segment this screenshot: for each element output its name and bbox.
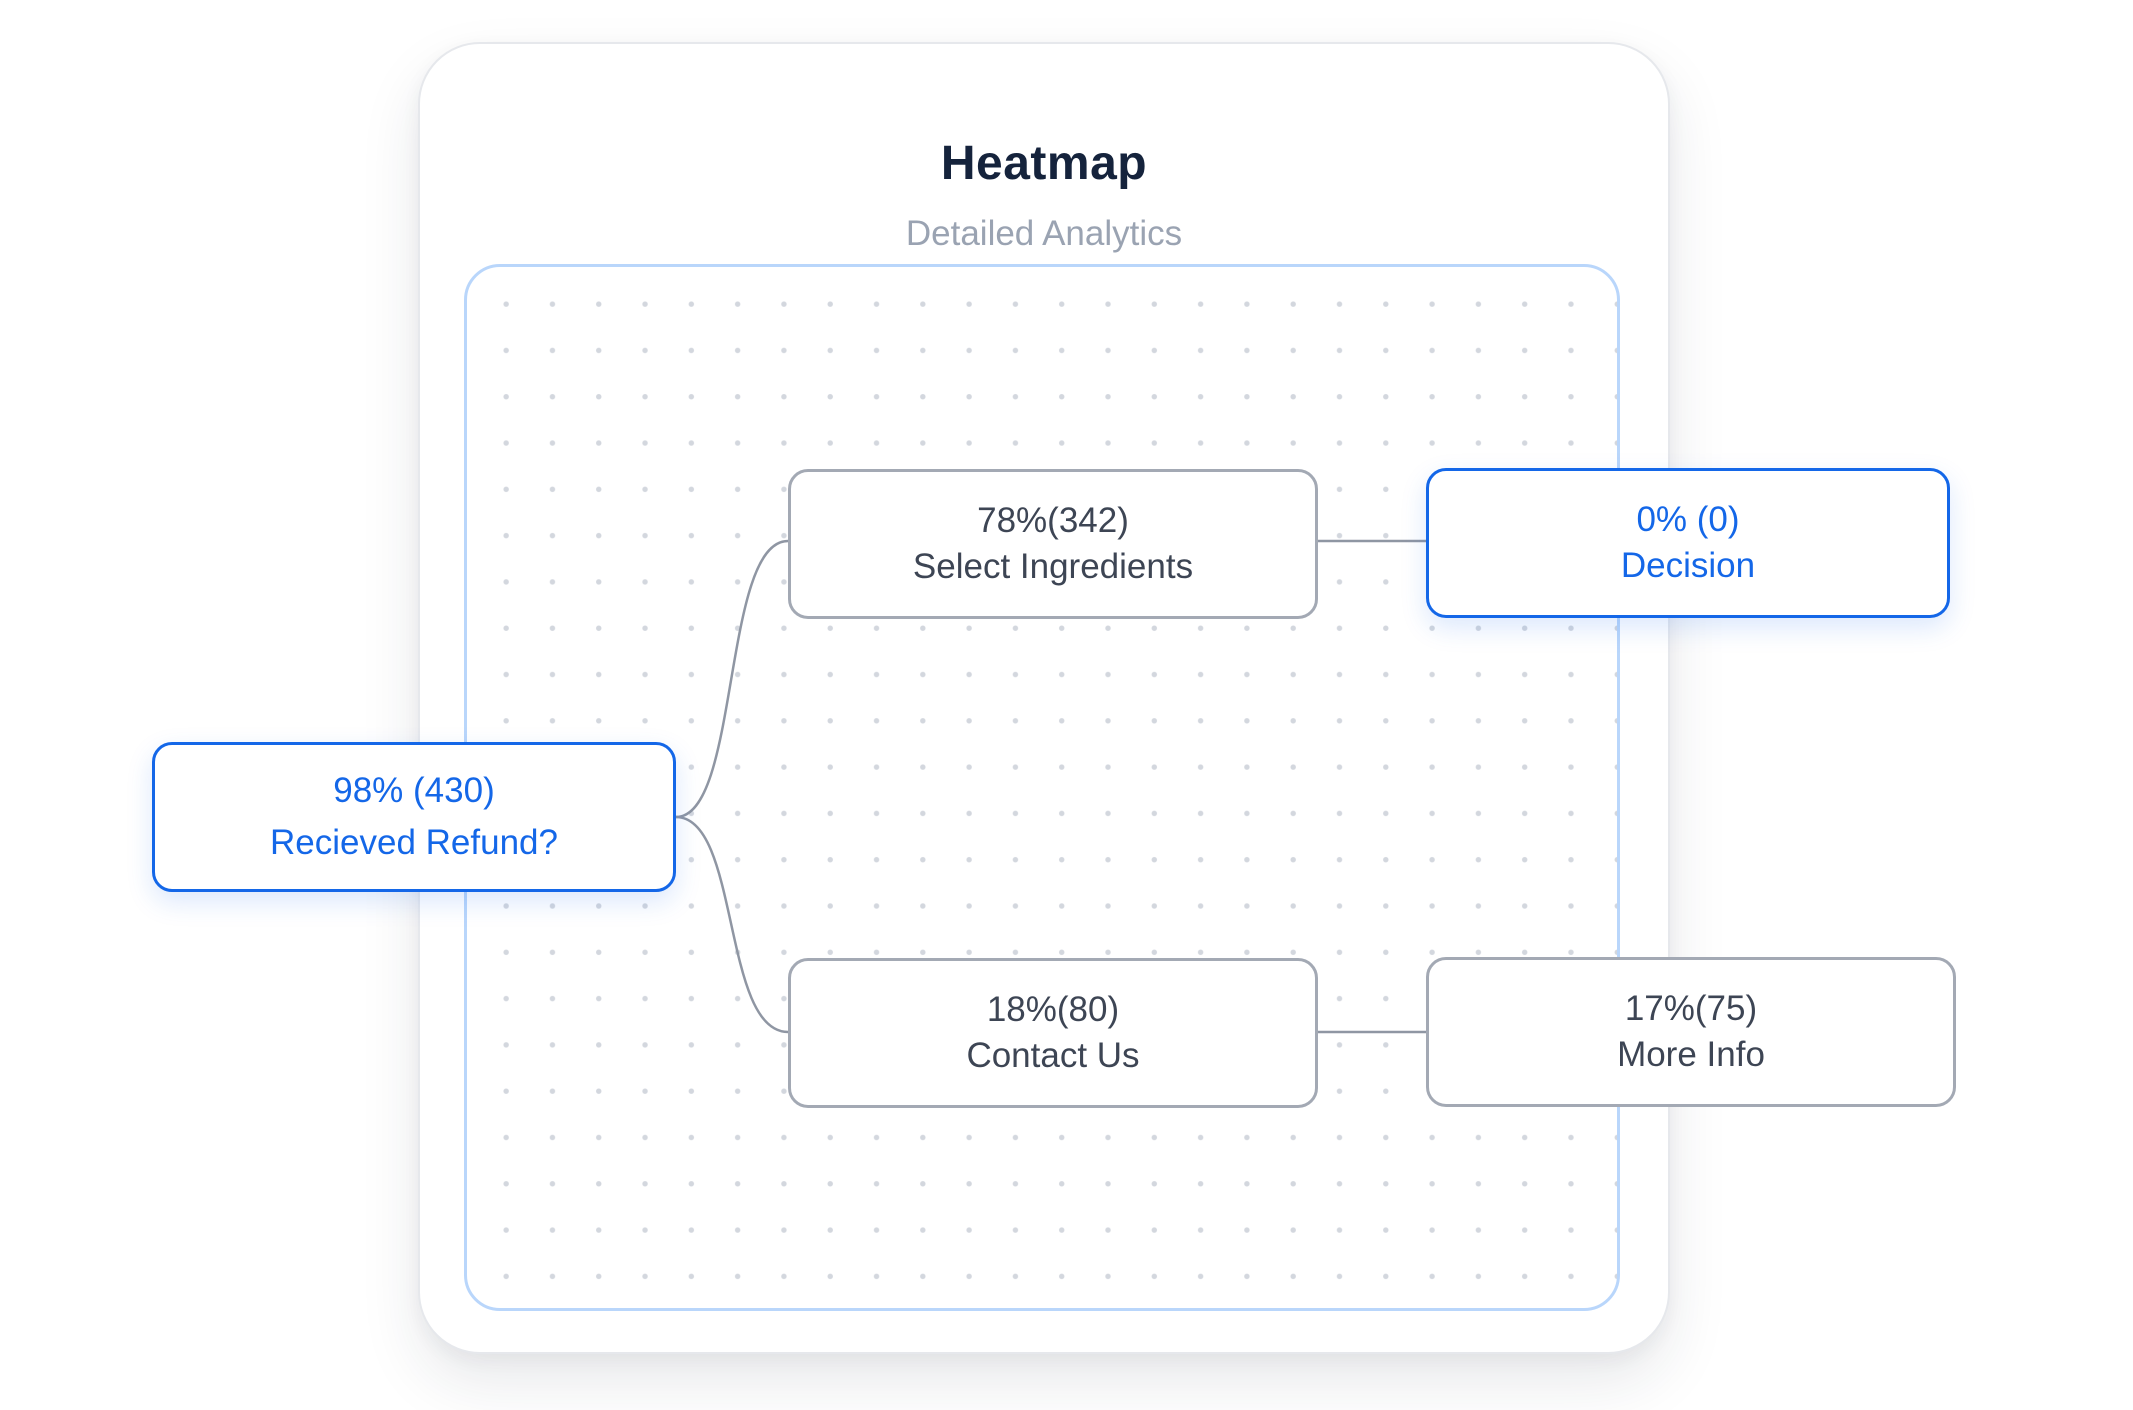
node-select-ingredients[interactable]: 78%(342) Select Ingredients xyxy=(788,469,1318,619)
node-label: Select Ingredients xyxy=(912,547,1194,586)
card-subtitle: Detailed Analytics xyxy=(905,214,1183,253)
node-label: More Info xyxy=(1617,1035,1765,1074)
node-stat: 78%(342) xyxy=(977,501,1129,540)
node-stat: 17%(75) xyxy=(1624,989,1758,1028)
node-stat: 0% (0) xyxy=(1636,500,1740,539)
card-title: Heatmap xyxy=(940,137,1148,190)
node-recieved-refund[interactable]: 98% (430) Recieved Refund? xyxy=(152,742,676,892)
node-decision[interactable]: 0% (0) Decision xyxy=(1426,468,1950,618)
node-label: Contact Us xyxy=(966,1036,1140,1075)
node-stat: 98% (430) xyxy=(333,771,495,810)
node-more-info[interactable]: 17%(75) More Info xyxy=(1426,957,1956,1107)
node-label: Decision xyxy=(1620,546,1756,585)
node-stat: 18%(80) xyxy=(986,990,1120,1029)
node-contact-us[interactable]: 18%(80) Contact Us xyxy=(788,958,1318,1108)
node-label: Recieved Refund? xyxy=(270,823,558,862)
